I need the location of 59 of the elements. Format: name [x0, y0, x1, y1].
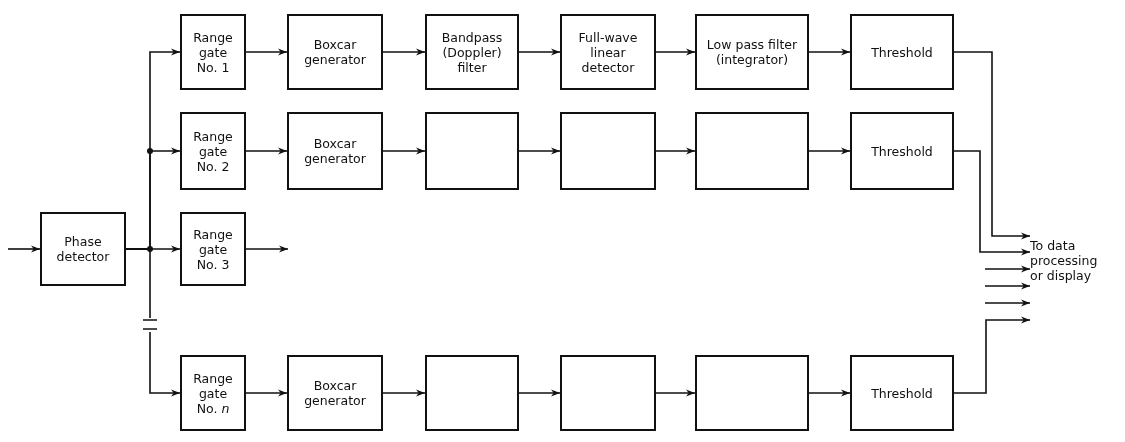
process-box — [850, 112, 954, 190]
empty-box — [425, 355, 519, 431]
process-box — [287, 112, 383, 190]
arrow — [984, 265, 1031, 273]
empty-box — [695, 355, 809, 431]
arrow — [245, 48, 288, 56]
box-label: Boxcar generator — [303, 37, 367, 67]
empty-box — [695, 112, 809, 190]
arrow — [125, 248, 181, 397]
box-label: Threshold — [871, 143, 933, 159]
box-label: Bandpass (Doppler) filter — [440, 29, 504, 75]
box-label: Range gate No. 2 — [192, 128, 234, 174]
process-box — [560, 14, 656, 90]
arrow — [245, 245, 289, 253]
arrow — [953, 51, 1031, 240]
arrow — [808, 147, 851, 155]
arrow — [655, 48, 696, 56]
process-box — [287, 14, 383, 90]
box-label: Threshold — [871, 385, 933, 401]
box-label: Phase detector — [55, 234, 111, 264]
arrow — [808, 48, 851, 56]
process-box — [180, 355, 246, 431]
arrow — [984, 282, 1031, 290]
arrow — [984, 299, 1031, 307]
empty-box — [560, 112, 656, 190]
arrow — [953, 316, 1031, 394]
box-label: Range gate No. n — [192, 370, 234, 416]
box-label: Low pass filter (integrator) — [705, 37, 799, 67]
process-box — [180, 14, 246, 90]
arrow — [953, 150, 1031, 256]
process-box — [695, 14, 809, 90]
process-box — [180, 212, 246, 286]
box-label: Full-wave linear detector — [577, 29, 639, 75]
process-box — [287, 355, 383, 431]
empty-box — [560, 355, 656, 431]
process-box — [180, 112, 246, 190]
arrow — [382, 389, 426, 397]
process-box — [850, 355, 954, 431]
arrow — [518, 48, 561, 56]
arrow — [382, 48, 426, 56]
output-label: To data processing or display — [1030, 238, 1099, 283]
box-label: Range gate No. 1 — [192, 29, 234, 75]
box-label: Threshold — [871, 44, 933, 60]
arrow — [655, 389, 696, 397]
arrow — [518, 147, 561, 155]
arrow — [655, 147, 696, 155]
empty-box — [425, 112, 519, 190]
box-label: Boxcar generator — [303, 136, 367, 166]
arrow — [245, 147, 288, 155]
arrow — [245, 389, 288, 397]
process-box — [425, 14, 519, 90]
box-label: Boxcar generator — [303, 378, 367, 408]
box-label: Range gate No. 3 — [192, 226, 234, 272]
process-box — [40, 212, 126, 286]
arrow — [808, 389, 851, 397]
arrow — [518, 389, 561, 397]
arrow — [7, 245, 41, 253]
arrow — [382, 147, 426, 155]
process-box — [850, 14, 954, 90]
